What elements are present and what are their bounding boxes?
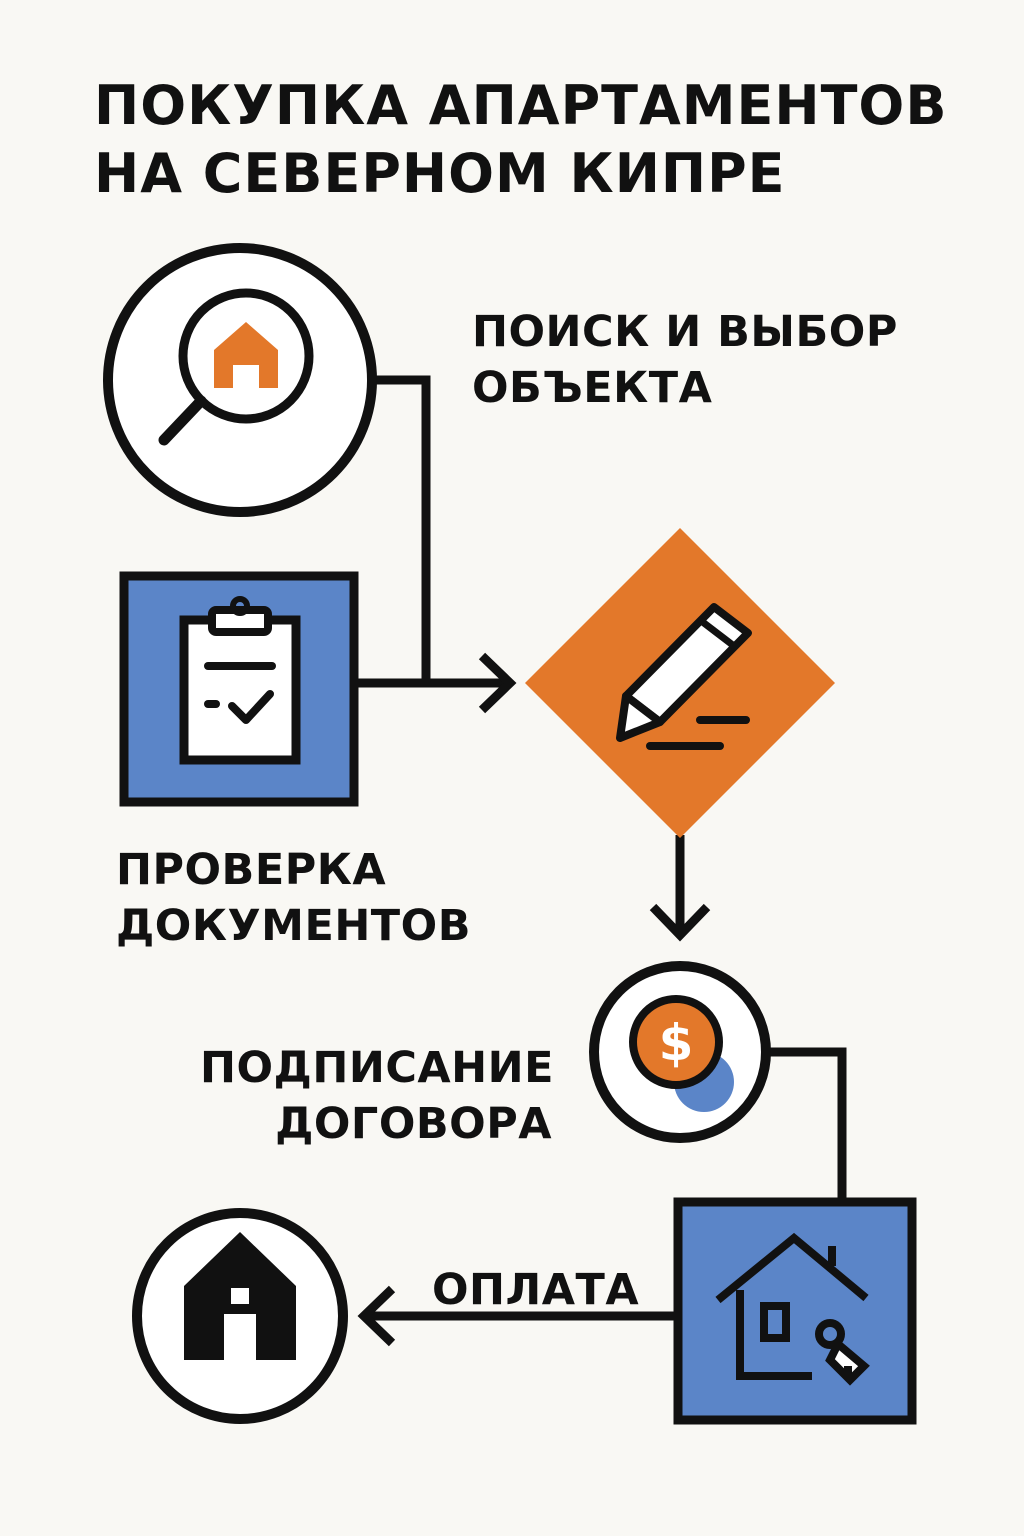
diagram-title: ПОКУПКА АПАРТАМЕНТОВ НА СЕВЕРНОМ КИПРЕ xyxy=(94,72,948,208)
step-pay-line-1: ОПЛАТА xyxy=(432,1265,640,1315)
title-line-2: НА СЕВЕРНОМ КИПРЕ xyxy=(94,142,786,205)
step-search-line-2: ОБЪЕКТА xyxy=(472,363,713,413)
step-label-pay: ОПЛАТА xyxy=(432,1262,639,1318)
step-label-search: ПОИСК И ВЫБОР ОБЪЕКТА xyxy=(472,304,898,416)
step-label-docs: ПРОВЕРКА ДОКУМЕНТОВ xyxy=(116,842,471,954)
magnifier-house-icon xyxy=(158,288,314,446)
connector-coin-to-keys xyxy=(766,1047,847,1200)
arrowhead-to-coin xyxy=(649,903,711,942)
home-node xyxy=(132,1208,348,1424)
docs-node xyxy=(119,571,359,807)
step-docs-line-2: ДОКУМЕНТОВ xyxy=(116,901,471,951)
connector-search-to-sign xyxy=(372,375,510,688)
coin-node: $ xyxy=(589,961,771,1143)
step-sign-line-2: ДОГОВОРА xyxy=(275,1099,552,1149)
dollar-coin-icon: $ xyxy=(629,995,734,1112)
house-key-icon xyxy=(715,1232,870,1386)
title-line-1: ПОКУПКА АПАРТАМЕНТОВ xyxy=(94,74,948,137)
step-search-line-1: ПОИСК И ВЫБОР xyxy=(472,307,898,357)
clipboard-check-icon xyxy=(179,596,301,765)
search-node xyxy=(103,243,377,517)
arrowhead-to-home xyxy=(357,1285,396,1347)
sign-node xyxy=(525,528,835,838)
step-docs-line-1: ПРОВЕРКА xyxy=(116,845,387,895)
pen-sign-icon xyxy=(616,603,752,750)
arrowhead-to-sign xyxy=(478,652,517,714)
step-label-sign: ПОДПИСАНИЕ ДОГОВОРА xyxy=(200,1040,554,1152)
svg-text:$: $ xyxy=(659,1014,694,1072)
connectors xyxy=(357,375,847,1347)
step-sign-line-1: ПОДПИСАНИЕ xyxy=(200,1043,554,1093)
keys-node xyxy=(673,1197,917,1425)
